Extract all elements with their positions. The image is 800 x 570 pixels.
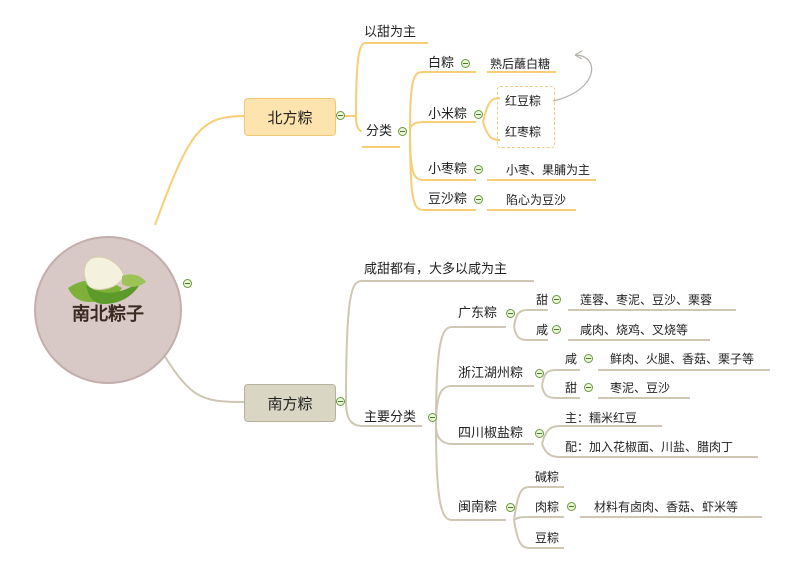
xiaomi-sub-hongzao: 红枣粽 <box>505 125 542 139</box>
zhejiang-sweet-detail: 枣泥、豆沙 <box>610 381 671 395</box>
guangdong-sweet-detail: 莲蓉、枣泥、豆沙、栗蓉 <box>580 293 713 307</box>
zhejiang-salty: 咸 <box>565 352 578 366</box>
collapse-north-category-icon[interactable] <box>398 127 407 136</box>
collapse-north-icon[interactable] <box>336 111 345 120</box>
north-item-xiaozao: 小枣粽 <box>428 162 468 177</box>
collapse-sichuan-icon[interactable] <box>535 429 544 438</box>
north-bai-detail: 熟后蘸白糖 <box>490 57 551 71</box>
minnan-rou-detail: 材料有卤肉、香菇、虾米等 <box>594 500 739 514</box>
collapse-zhejiang-salty-icon[interactable] <box>584 354 593 363</box>
collapse-south-category-icon[interactable] <box>428 413 437 422</box>
root-label: 南北粽子 <box>72 304 144 325</box>
xiaomi-subs-group <box>497 86 555 148</box>
collapse-south-icon[interactable] <box>336 397 345 406</box>
minnan-jian: 碱粽 <box>535 470 560 484</box>
sichuan-main: 主：糯米红豆 <box>565 411 638 425</box>
south-sichuan: 四川椒盐粽 <box>458 426 524 441</box>
collapse-minnan-icon[interactable] <box>506 503 515 512</box>
collapse-zhejiang-icon[interactable] <box>535 369 544 378</box>
south-node[interactable]: 南方粽 <box>244 384 336 422</box>
zhejiang-salty-detail: 鲜肉、火腿、香菇、栗子等 <box>610 352 755 366</box>
north-category: 分类 <box>366 124 393 139</box>
north-xiaozao-detail: 小枣、果脯为主 <box>506 163 591 177</box>
sichuan-extra: 配：加入花椒面、川盐、腊肉丁 <box>565 440 734 454</box>
root-node[interactable] <box>34 236 182 384</box>
south-summary: 咸甜都有，大多以咸为主 <box>364 262 508 277</box>
guangdong-salty: 咸 <box>536 323 549 337</box>
south-minnan: 闽南粽 <box>458 500 498 515</box>
collapse-dousha-icon[interactable] <box>474 195 483 204</box>
zhejiang-sweet: 甜 <box>565 381 578 395</box>
collapse-guangdong-salty-icon[interactable] <box>552 325 561 334</box>
north-node[interactable]: 北方粽 <box>244 98 336 136</box>
collapse-guangdong-icon[interactable] <box>506 309 515 318</box>
collapse-xiaozao-icon[interactable] <box>474 165 483 174</box>
collapse-minnan-rou-icon[interactable] <box>567 502 576 511</box>
collapse-xiaomi-icon[interactable] <box>474 110 483 119</box>
collapse-zhejiang-sweet-icon[interactable] <box>584 383 593 392</box>
minnan-dou: 豆粽 <box>535 531 560 545</box>
collapse-root-icon[interactable] <box>183 279 192 288</box>
guangdong-salty-detail: 咸肉、烧鸡、叉烧等 <box>580 323 689 337</box>
north-item-xiaomi: 小米粽 <box>428 107 468 122</box>
south-label: 南方粽 <box>267 394 313 413</box>
collapse-bai-icon[interactable] <box>461 59 470 68</box>
north-summary: 以甜为主 <box>364 25 417 40</box>
zongzi-icon <box>68 256 146 304</box>
north-item-dousha: 豆沙粽 <box>428 192 468 207</box>
north-label: 北方粽 <box>267 108 313 127</box>
guangdong-sweet: 甜 <box>536 293 549 307</box>
south-category: 主要分类 <box>364 410 417 425</box>
collapse-guangdong-sweet-icon[interactable] <box>552 295 561 304</box>
north-dousha-detail: 陷心为豆沙 <box>506 193 567 207</box>
minnan-rou: 肉粽 <box>535 500 560 514</box>
south-zhejiang: 浙江湖州粽 <box>458 366 524 381</box>
north-item-bai: 白粽 <box>428 56 455 71</box>
xiaomi-sub-hongdou: 红豆粽 <box>505 94 542 108</box>
south-guangdong: 广东粽 <box>458 306 498 321</box>
